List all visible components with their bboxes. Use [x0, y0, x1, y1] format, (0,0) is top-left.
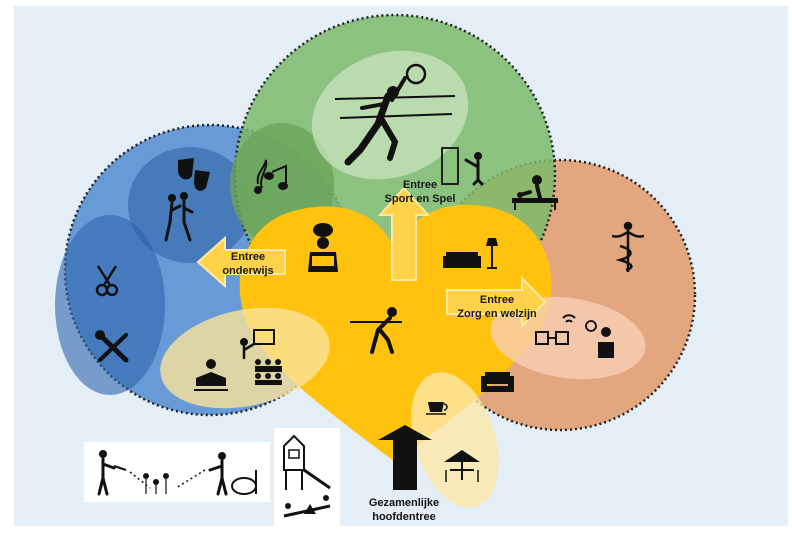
caduceus-icon	[611, 221, 645, 272]
dance-couple-icon	[164, 192, 194, 242]
blue-zone-top-lobe	[128, 147, 252, 263]
entrance-sport-line2: Sport en Spel	[385, 193, 456, 205]
entrance-education-line1: Entree	[231, 251, 265, 263]
main-entrance-line1: Gezamenlijke	[369, 497, 439, 509]
reading-icon	[194, 359, 228, 391]
gardening-panel	[84, 442, 270, 502]
playground-icon	[283, 434, 331, 518]
wifi-meeting-icon	[535, 314, 576, 345]
playground-panel	[274, 428, 340, 532]
arrow-sport: Entree Sport en Spel	[377, 179, 456, 281]
blue-zone-left-lobe	[55, 215, 165, 395]
armchair-icon	[481, 372, 514, 392]
coffee-cup-icon	[426, 402, 448, 415]
classroom-icon	[240, 329, 282, 385]
theater-masks-icon	[178, 158, 210, 191]
chef-icon	[308, 223, 338, 272]
main-entrance-line2: hoofdentree	[372, 511, 436, 523]
volleyball-player-icon	[334, 63, 456, 166]
massage-icon	[512, 175, 558, 210]
terrace-table-icon	[444, 450, 480, 482]
billiards-player-icon	[350, 307, 402, 354]
entrance-education-line2: onderwijs	[222, 265, 273, 277]
entrance-care-line2: Zorg en welzijn	[457, 308, 537, 320]
gardening-icon	[97, 450, 257, 496]
wrench-screwdriver-icon	[95, 330, 129, 363]
scissors-icon	[95, 265, 119, 297]
entrance-care-line1: Entree	[480, 294, 514, 306]
arrow-education: Entree onderwijs	[196, 235, 286, 289]
entrance-sport-line1: Entree	[403, 179, 437, 191]
volleyball-highlight	[311, 50, 469, 180]
coach-board-icon	[441, 147, 484, 186]
music-notes-icon	[254, 159, 288, 194]
arrow-care: Entree Zorg en welzijn	[446, 275, 547, 329]
counselling-icon	[585, 320, 614, 358]
main-entrance-arrow: Gezamenlijke hoofdentree	[369, 425, 439, 523]
sofa-lamp-icon	[443, 238, 498, 269]
